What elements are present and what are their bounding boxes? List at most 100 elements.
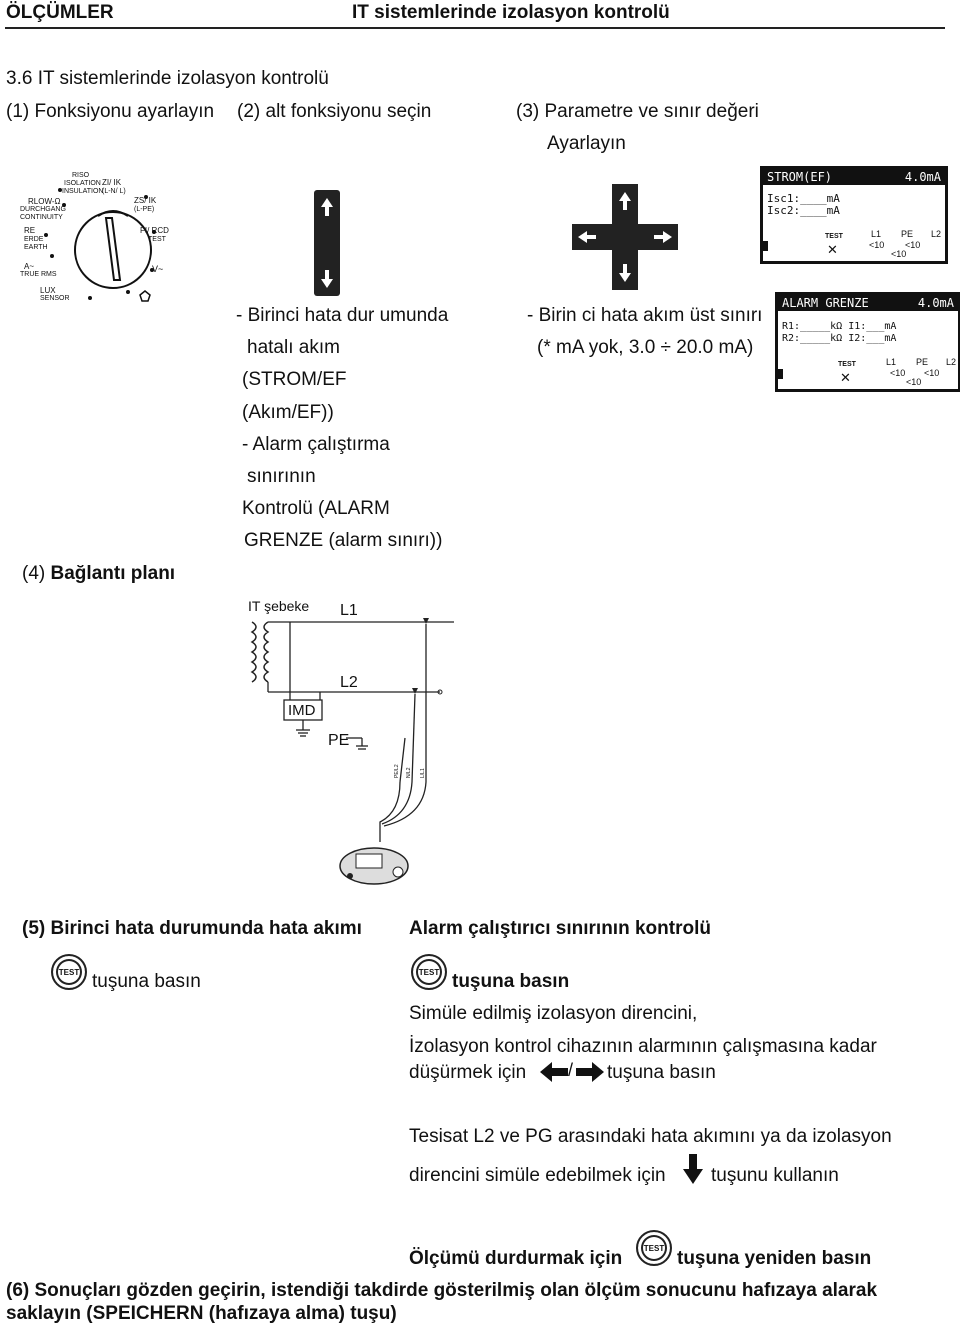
test-button-label-3: TEST (643, 1243, 665, 1253)
probe-label-pe: PE/L2 (394, 764, 400, 778)
lcd2-g2: <10 (924, 368, 940, 378)
lcd2-value: 4.0mA (917, 296, 954, 310)
arrow-slash: / (568, 1060, 574, 1080)
step3-label-2: Ayarlayın (547, 133, 626, 154)
sim-line-1: Simüle edilmiş izolasyon direncini, (409, 1003, 698, 1024)
lcd1-test-x-icon: ✕ (827, 242, 838, 257)
alarm-title: Alarm çalıştırıcı sınırının kontrolü (409, 918, 711, 939)
diagram-pe: PE (328, 732, 350, 749)
down-arrow-icon (683, 1154, 703, 1184)
header-right: IT sistemlerinde izolasyon kontrolü (352, 2, 670, 23)
test-button-label: TEST (58, 967, 80, 977)
lcd2-row1: R1:_____kΩ I1:___mA (782, 321, 897, 332)
diagram-l1: L1 (340, 602, 358, 619)
dial-label-test: TEST (148, 236, 166, 243)
sim-line-5b: tuşunu kullanın (711, 1165, 839, 1186)
step2-label: (2) alt fonksiyonu seçin (237, 101, 432, 122)
dial-label-earth: EARTH (24, 244, 48, 251)
down-arrow-key[interactable] (682, 1153, 704, 1185)
lcd1-pe: PE (901, 229, 914, 239)
lcd2-l2: L2 (946, 357, 957, 367)
desc-line-7: Kontrolü (ALARM (242, 498, 390, 519)
lcd1-value: 4.0mA (904, 170, 941, 184)
lcd1-row2: Isc2:____mA (767, 204, 840, 217)
dial-label-fi: FI/ RCD (140, 226, 169, 235)
sim-line-5a: direncini simüle edebilmek için (409, 1165, 666, 1186)
lcd2-row2: R2:_____kΩ I2:___mA (782, 333, 897, 344)
lcd-strom-ef: STROM(EF)4.0mA Isc1:____mA Isc2:____mA T… (760, 166, 948, 264)
lcd2-title: ALARM GRENZE (782, 296, 869, 310)
left-right-keys[interactable]: / (540, 1060, 604, 1084)
dial-label-zs: ZS/ IK (134, 196, 157, 205)
desc-line-1: - Birinci hata dur umunda (236, 305, 449, 326)
stop-text-b: tuşuna yeniden basın (677, 1248, 872, 1269)
dial-label-zs-sub: (L-PE) (134, 206, 155, 213)
step6-line-2: saklayın (SPEICHERN (hafızaya alma) tuşu… (6, 1303, 397, 1324)
lcd1-g2: <10 (905, 240, 921, 250)
sim-line-3b: tuşuna basın (607, 1062, 716, 1083)
limit-line-2: (* mA yok, 3.0 ÷ 20.0 mA) (537, 337, 754, 358)
dial-label-rlow: RLOW-Ω (28, 197, 61, 206)
up-down-key[interactable] (314, 190, 340, 296)
test-button-icon-3[interactable]: TEST (636, 1230, 672, 1266)
step3-label: (3) Parametre ve sınır değeri (516, 101, 759, 122)
lcd2-pe: PE (916, 357, 929, 367)
dial-label-erde: ERDE (24, 236, 44, 243)
lcd1-g3: <10 (891, 249, 907, 259)
probe-label-n: N/L2 (406, 767, 412, 778)
lcd1-test: TEST (825, 233, 843, 240)
step1-label: (1) Fonksiyonu ayarlayın (6, 101, 215, 122)
lcd1-l1: L1 (871, 229, 882, 239)
dial-label-v: V~ (152, 264, 164, 274)
it-network-diagram (250, 618, 454, 885)
probe-label-l: L/L1 (420, 768, 426, 778)
battery-icon (763, 241, 768, 251)
dial-label-lux: LUX (40, 286, 56, 295)
dial-graphic (44, 188, 156, 302)
battery-icon-2 (778, 369, 783, 379)
lcd-alarm-grenze: ALARM GRENZE 4.0mA R1:_____kΩ I1:___mA R2… (775, 292, 960, 392)
test-button-icon-2[interactable]: TEST (411, 954, 447, 990)
sim-line-2: İzolasyon kontrol cihazının alarmının ça… (409, 1036, 877, 1057)
desc-line-5: - Alarm çalıştırma (242, 434, 390, 455)
dial-label-continuity: CONTINUITY (20, 214, 63, 221)
dial-label-a: A~ (24, 262, 35, 271)
limit-line-1: - Birin ci hata akım üst sınırı (527, 305, 763, 326)
cross-key[interactable] (572, 184, 678, 290)
lcd2-l1: L1 (886, 357, 897, 367)
up-down-arrows-icon (321, 198, 333, 288)
step6-line-1: (6) Sonuçları gözden geçirin, istendiği … (6, 1280, 878, 1301)
lcd2-g1: <10 (890, 368, 906, 378)
desc-line-4: (Akım/EF)) (242, 402, 334, 423)
dial-label-sensor: SENSOR (40, 295, 70, 302)
sim-line-4: Tesisat L2 ve PG arasındaki hata akımını… (409, 1126, 892, 1147)
dial-label-zi: ZI/ IK (102, 178, 122, 187)
left-right-arrows-icon (540, 1062, 604, 1082)
dial-label-durchgang: DURCHGANG (20, 206, 66, 213)
step5-title: (5) Birinci hata durumunda hata akımı (22, 918, 362, 939)
diagram-imd: IMD (288, 702, 316, 719)
diagram-net-label: IT şebeke (248, 598, 310, 614)
step4-label: (4) Bağlantı planı (22, 563, 175, 585)
step4-title: Bağlantı planı (50, 563, 176, 584)
dial-label-insulation: INSULATION (62, 188, 104, 195)
test-button-icon[interactable]: TEST (51, 954, 87, 990)
diagram-l2: L2 (340, 674, 358, 691)
header-divider (5, 27, 945, 29)
dial-label-truerms: TRUE RMS (20, 271, 57, 278)
lcd1-l2: L2 (931, 229, 942, 239)
sim-line-3a: düşürmek için (409, 1062, 527, 1083)
dial-label-re: RE (24, 226, 36, 235)
lcd1-row1: Isc1:____mA (767, 192, 840, 205)
lcd1-g1: <10 (869, 240, 885, 250)
step4-number: (4) (22, 563, 46, 584)
dial-label-riso: RISO (72, 172, 90, 179)
dial-label-zi-sub: (L-N/ L) (102, 188, 126, 195)
header-left: ÖLÇÜMLER (6, 2, 114, 23)
cross-arrows-icon (572, 184, 678, 290)
desc-line-8: GRENZE (alarm sınırı)) (244, 530, 443, 551)
test-button-label-2: TEST (418, 967, 440, 977)
lcd2-test: TEST (838, 361, 856, 368)
connection-diagram: IT şebeke L1 L2 IMD PE PE/L2 N/L2 L/L1 (240, 592, 470, 892)
function-dial[interactable]: RISO ISOLATION INSULATION ZI/ IK (L-N/ L… (18, 170, 178, 310)
